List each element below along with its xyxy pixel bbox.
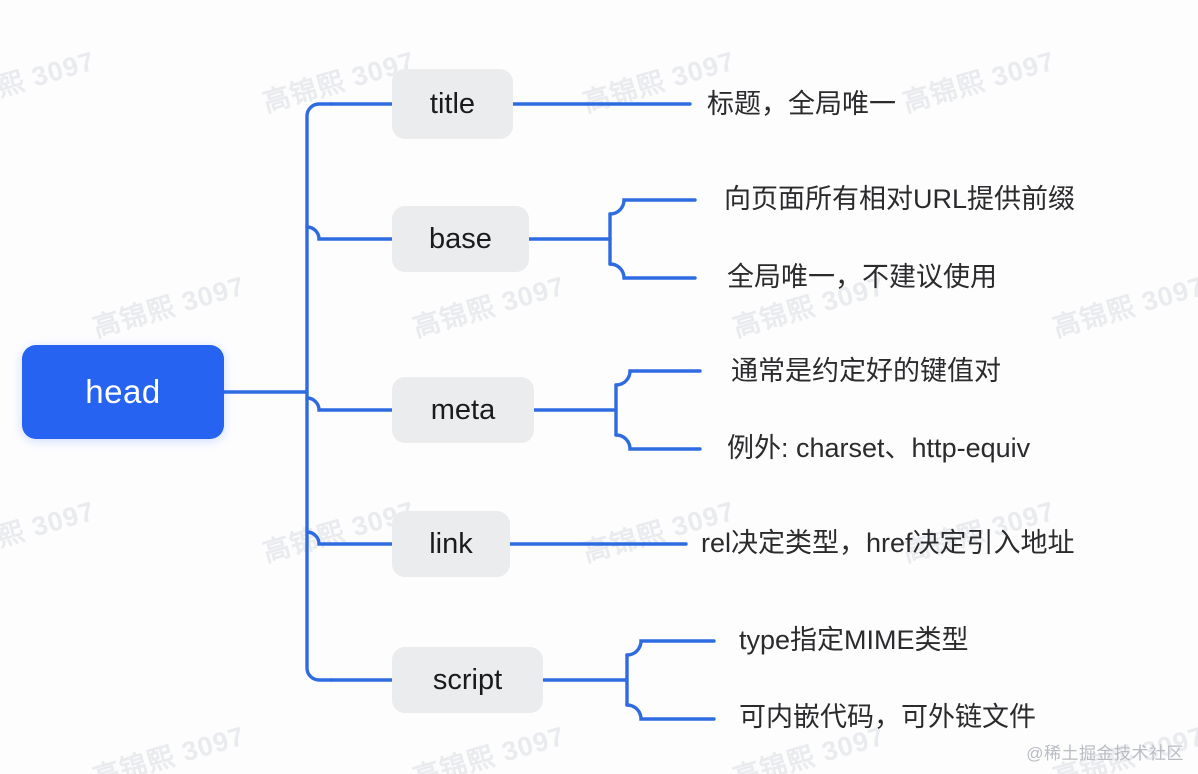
connector-to-base bbox=[305, 225, 394, 241]
node-branch-script[interactable]: script bbox=[392, 647, 543, 713]
leaf-meta-0: 通常是约定好的键值对 bbox=[731, 356, 1001, 386]
watermark-tile: 高锦熙 3097 bbox=[89, 270, 249, 343]
connector-to-link bbox=[305, 530, 394, 546]
node-branch-title-label: title bbox=[429, 87, 476, 120]
connector-trunk bbox=[305, 102, 333, 682]
node-root-head[interactable]: head bbox=[22, 345, 224, 439]
node-branch-base[interactable]: base bbox=[392, 206, 529, 272]
node-root-label: head bbox=[85, 373, 161, 410]
watermark-tile: 高锦熙 3097 bbox=[1049, 270, 1198, 343]
node-branch-title[interactable]: title bbox=[392, 69, 513, 139]
source-watermark: @稀土掘金技术社区 bbox=[1026, 744, 1184, 763]
leaf-script-1: 可内嵌代码，可外链文件 bbox=[739, 702, 1036, 732]
node-branch-link[interactable]: link bbox=[392, 511, 510, 577]
node-branch-meta-label: meta bbox=[430, 393, 496, 426]
node-branch-base-label: base bbox=[429, 222, 492, 255]
leaf-meta-1: 例外: charset、http-equiv bbox=[727, 433, 1031, 463]
connector-base-leaf-1 bbox=[608, 262, 697, 280]
watermark-tile: 高锦熙 3097 bbox=[0, 45, 99, 118]
node-branch-script-label: script bbox=[432, 663, 503, 696]
leaf-link-0: rel决定类型，href决定引入地址 bbox=[701, 528, 1075, 558]
leaf-script-0: type指定MIME类型 bbox=[739, 625, 969, 655]
watermark-tile: 高锦熙 3097 bbox=[89, 720, 249, 774]
node-branch-meta[interactable]: meta bbox=[392, 377, 534, 443]
connector-meta-leaf-0 bbox=[614, 369, 702, 387]
leaf-title-0: 标题，全局唯一 bbox=[707, 89, 896, 119]
watermark-tile: 高锦熙 3097 bbox=[0, 495, 99, 568]
leaf-base-1: 全局唯一，不建议使用 bbox=[727, 262, 997, 292]
connector-to-meta bbox=[305, 396, 394, 412]
watermark-tile: 高锦熙 3097 bbox=[409, 270, 569, 343]
watermark-tile: 高锦熙 3097 bbox=[899, 45, 1059, 118]
connector-script-leaf-0 bbox=[625, 639, 716, 657]
connector-base-leaf-0 bbox=[608, 198, 697, 216]
connector-meta-leaf-1 bbox=[614, 433, 702, 451]
leaf-base-0: 向页面所有相对URL提供前缀 bbox=[724, 184, 1076, 214]
connector-script-leaf-1 bbox=[625, 703, 716, 721]
node-branch-link-label: link bbox=[429, 527, 473, 560]
watermark-tile: 高锦熙 3097 bbox=[409, 720, 569, 774]
